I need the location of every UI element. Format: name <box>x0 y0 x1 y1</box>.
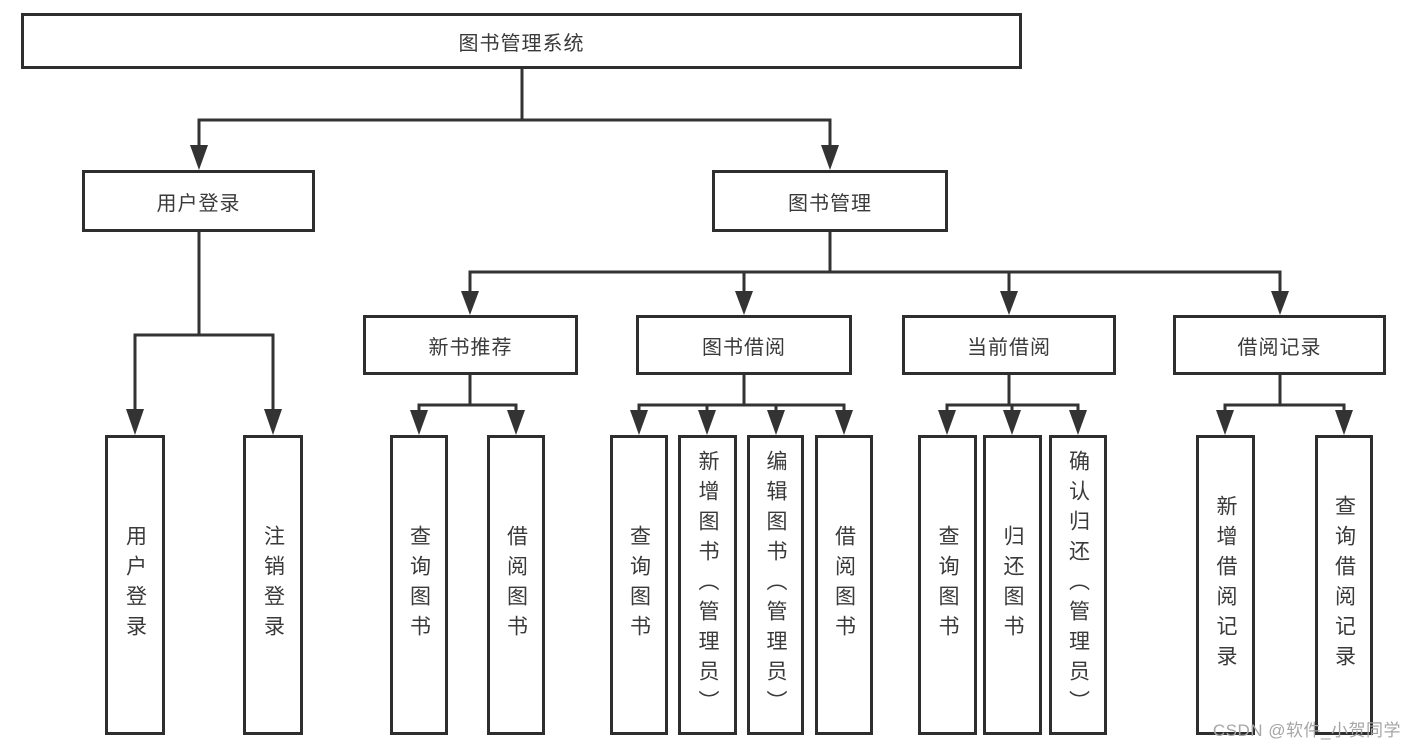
node-borrow-records-label: 借阅记录 <box>1237 336 1322 359</box>
connector-user-login-split <box>126 232 282 435</box>
node-leaf-user-login: 用户登录 <box>105 435 165 735</box>
node-current-borrowing-label: 当前借阅 <box>967 336 1051 359</box>
node-leaf-recommend-search-books: 查询图书 <box>390 435 448 735</box>
node-leaf-return-books: 归还图书 <box>983 435 1042 735</box>
connector-borrow-records-split <box>1216 375 1353 435</box>
node-leaf-search-borrow-record: 查询借阅记录 <box>1315 435 1373 735</box>
node-root: 图书管理系统 <box>21 13 1022 69</box>
node-leaf-add-borrow-record: 新增借阅记录 <box>1196 435 1255 735</box>
watermark: CSDN @软件_小贺同学 <box>1212 721 1401 740</box>
node-leaf-logout-label: 注销登录 <box>261 525 285 645</box>
node-leaf-user-login-label: 用户登录 <box>123 525 147 645</box>
node-user-login-branch: 用户登录 <box>82 170 315 232</box>
node-leaf-confirm-return-admin-label: 确认归还（管理员） <box>1066 450 1090 720</box>
node-leaf-edit-book-admin: 编辑图书（管理员） <box>747 435 804 735</box>
node-root-label: 图书管理系统 <box>458 32 585 55</box>
node-leaf-add-book-admin-label: 新增图书（管理员） <box>696 450 719 720</box>
node-leaf-borrowing-borrow-books-label: 借阅图书 <box>832 525 856 645</box>
node-current-borrowing: 当前借阅 <box>902 315 1116 375</box>
node-leaf-edit-book-admin-label: 编辑图书（管理员） <box>764 450 787 720</box>
node-leaf-borrowing-search-books: 查询图书 <box>610 435 668 735</box>
node-leaf-current-search-books-label: 查询图书 <box>936 525 959 645</box>
node-leaf-add-borrow-record-label: 新增借阅记录 <box>1214 495 1237 675</box>
node-borrow-records: 借阅记录 <box>1173 315 1386 375</box>
connector-current-borrowing-split <box>938 375 1087 435</box>
node-leaf-add-book-admin: 新增图书（管理员） <box>678 435 737 735</box>
node-new-book-recommend: 新书推荐 <box>363 315 578 375</box>
connector-book-management-split <box>461 232 1289 315</box>
node-leaf-current-search-books: 查询图书 <box>918 435 977 735</box>
node-new-book-recommend-label: 新书推荐 <box>428 336 513 359</box>
node-leaf-logout: 注销登录 <box>243 435 303 735</box>
node-leaf-search-borrow-record-label: 查询借阅记录 <box>1332 495 1356 675</box>
connector-new-book-recommend-split <box>410 375 525 435</box>
node-leaf-borrowing-search-books-label: 查询图书 <box>627 525 651 645</box>
node-leaf-recommend-borrow-books: 借阅图书 <box>487 435 545 735</box>
connector-root-split <box>190 69 839 170</box>
connector-book-borrowing-split <box>630 375 853 435</box>
node-leaf-recommend-borrow-books-label: 借阅图书 <box>504 525 528 645</box>
node-leaf-return-books-label: 归还图书 <box>1001 525 1024 645</box>
node-leaf-confirm-return-admin: 确认归还（管理员） <box>1049 435 1107 735</box>
node-book-management: 图书管理 <box>712 170 948 232</box>
node-user-login-branch-label: 用户登录 <box>156 192 241 215</box>
node-book-management-label: 图书管理 <box>788 192 872 215</box>
node-book-borrowing-label: 图书借阅 <box>702 336 786 359</box>
node-leaf-borrowing-borrow-books: 借阅图书 <box>815 435 873 735</box>
node-leaf-recommend-search-books-label: 查询图书 <box>407 525 431 645</box>
node-book-borrowing: 图书借阅 <box>636 315 852 375</box>
